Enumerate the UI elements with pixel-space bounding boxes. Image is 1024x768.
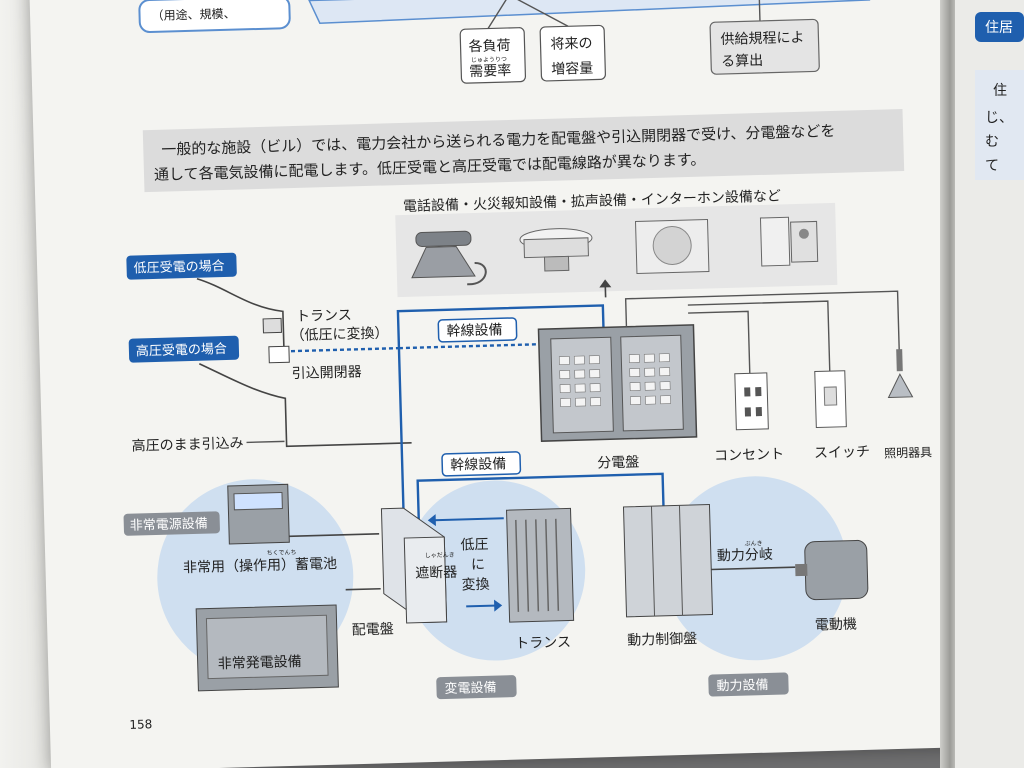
- future-capacity-box: 将来の 増容量: [539, 24, 606, 82]
- supply-rules-box: 供給規程によ る算出: [709, 18, 820, 75]
- service-switch-icon: [268, 345, 290, 364]
- demand-rate-box: 各負荷 じゅようりつ 需要率: [459, 27, 527, 84]
- pole-transformer-icon: [262, 317, 282, 334]
- branch-lines: [624, 290, 901, 374]
- svg-text:じゅようりつ: じゅようりつ: [471, 56, 507, 64]
- power-control-panel-icon: [622, 504, 714, 618]
- svg-text:高圧のまま引込み: 高圧のまま引込み: [131, 435, 243, 455]
- intercom-icon: [759, 216, 819, 267]
- svg-text:将来の: 将来の: [550, 36, 592, 53]
- step-down-3: 変換: [461, 576, 489, 594]
- trunk-line-2: [416, 472, 665, 523]
- top-fragment-box: （用途、規模、: [138, 0, 291, 33]
- svg-text:しゃだんき: しゃだんき: [425, 552, 455, 560]
- emergency-power-label: 非常電源設備: [123, 511, 220, 536]
- svg-text:ちくでんち: ちくでんち: [267, 549, 297, 557]
- outlet-label: コンセント: [714, 446, 784, 464]
- svg-text:各負荷: 各負荷: [468, 38, 510, 55]
- speaker-icon: [634, 218, 710, 274]
- step-down-2: に: [471, 557, 485, 573]
- motor-icon: [795, 539, 869, 601]
- svg-text:低圧受電の場合: 低圧受電の場合: [133, 259, 224, 277]
- svg-text:住居: 住居: [985, 20, 1013, 36]
- motor-label: 電動機: [815, 616, 857, 633]
- low-voltage-case-label: 低圧受電の場合: [126, 252, 237, 280]
- battery-icon: [227, 483, 290, 545]
- svg-text:ぶんき: ぶんき: [744, 540, 762, 548]
- svg-text:住: 住: [993, 83, 1007, 99]
- substation-label: 変電設備: [436, 675, 517, 700]
- battery-label: 非常用（操作用）蓄電池: [183, 556, 337, 576]
- trunk-line-label-2: 幹線設備: [441, 451, 522, 477]
- switchboard-label: 配電盤: [352, 621, 394, 638]
- svg-text:幹線設備: 幹線設備: [446, 321, 502, 340]
- fire-alarm-icon: [519, 228, 593, 272]
- telephone-icon: [411, 230, 487, 286]
- transformer-label: トランス: [515, 634, 571, 652]
- svg-text:（用途、規模、: （用途、規模、: [151, 6, 235, 23]
- svg-text:（低圧に変換）: （低圧に変換）: [290, 324, 388, 344]
- distribution-board: [537, 324, 698, 442]
- svg-text:需要率: 需要率: [469, 62, 511, 80]
- generator-icon: [195, 604, 339, 692]
- svg-text:高圧受電の場合: 高圧受電の場合: [136, 341, 227, 360]
- trunk-line-1: [396, 304, 605, 514]
- svg-text:非常電源設備: 非常電源設備: [130, 516, 208, 534]
- power-branch-label: 動力分岐: [717, 547, 773, 565]
- svg-text:る算出: る算出: [721, 53, 763, 70]
- breaker-label: 遮断器: [415, 565, 457, 582]
- svg-text:供給規程によ: 供給規程によ: [720, 30, 804, 48]
- svg-text:じ、: じ、: [985, 110, 1013, 126]
- switch-label: スイッチ: [814, 444, 870, 462]
- power-control-panel-label: 動力制御盤: [627, 631, 697, 649]
- switch-icon: [814, 370, 847, 429]
- right-page-fragments: 住居 住 じ、 む て: [975, 12, 1024, 180]
- svg-text:む: む: [985, 134, 999, 150]
- svg-text:変電設備: 変電設備: [444, 680, 496, 697]
- svg-text:増容量: 増容量: [551, 60, 593, 78]
- outlet-icon: [734, 372, 769, 431]
- trunk-line-label-1: 幹線設備: [437, 317, 518, 343]
- svg-text:幹線設備: 幹線設備: [450, 455, 506, 474]
- page-number: 158: [129, 717, 152, 732]
- high-voltage-line: [198, 362, 412, 448]
- svg-text:て: て: [985, 158, 999, 174]
- high-voltage-case-label: 高圧受電の場合: [128, 335, 240, 363]
- step-down-1: 低圧: [460, 537, 488, 554]
- svg-text:トランス: トランス: [296, 307, 352, 325]
- switchboard-icon: [380, 507, 448, 624]
- transformer-icon: [506, 507, 575, 623]
- generator-label: 非常発電設備: [217, 654, 301, 672]
- top-connectors: [487, 0, 761, 29]
- equipment-band: [395, 202, 838, 298]
- lighting-icon: [887, 349, 914, 399]
- intro-band: [142, 108, 905, 193]
- svg-text:動力設備: 動力設備: [716, 677, 768, 694]
- svg-text:引込開閉器: 引込開閉器: [291, 364, 361, 382]
- distribution-board-label: 分電盤: [597, 454, 639, 471]
- lighting-label: 照明器具: [884, 445, 932, 460]
- top-banner: [308, 0, 871, 24]
- power-equipment-label: 動力設備: [708, 672, 789, 697]
- low-voltage-line: [196, 277, 285, 352]
